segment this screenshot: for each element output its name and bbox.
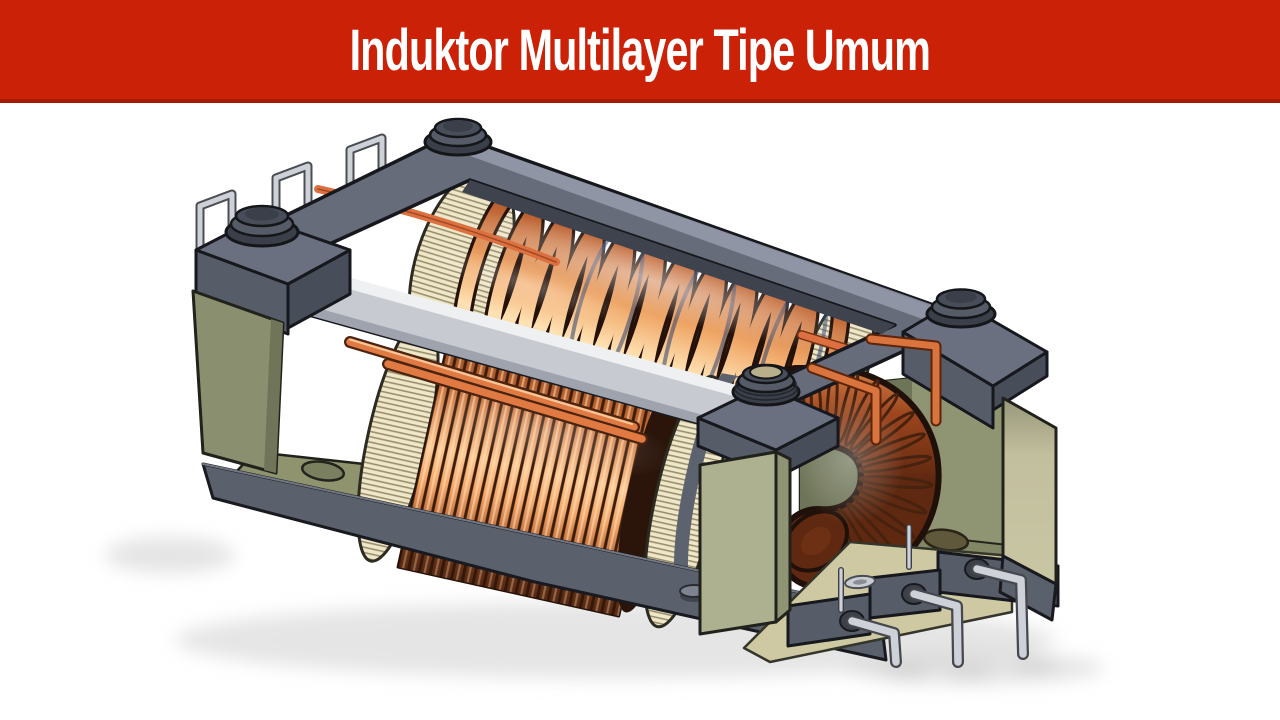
inductor-illustration xyxy=(0,103,1280,720)
frame-corner-back-right xyxy=(901,298,1049,430)
copper-terminal-pins xyxy=(806,333,942,446)
frame-front-bar xyxy=(248,253,759,439)
metal-frame-top xyxy=(194,132,1049,480)
right-end-panel xyxy=(998,396,1058,622)
title-banner: Induktor Multilayer Tipe Umum xyxy=(0,0,1280,103)
olive-housing-panels xyxy=(191,289,1058,636)
dome-screw-back-right xyxy=(925,288,997,329)
page-title: Induktor Multilayer Tipe Umum xyxy=(349,16,931,83)
dome-screws xyxy=(224,117,997,407)
dome-screw-front-left xyxy=(224,204,300,248)
front-middle-post xyxy=(698,450,792,636)
dome-screw-front-right xyxy=(731,363,801,407)
dome-screw-back-left xyxy=(423,117,493,157)
silver-lead-pins xyxy=(838,524,1029,668)
copper-rods xyxy=(344,336,648,445)
inductor-illustration-svg xyxy=(105,117,1105,684)
bracket-pins xyxy=(195,133,387,255)
